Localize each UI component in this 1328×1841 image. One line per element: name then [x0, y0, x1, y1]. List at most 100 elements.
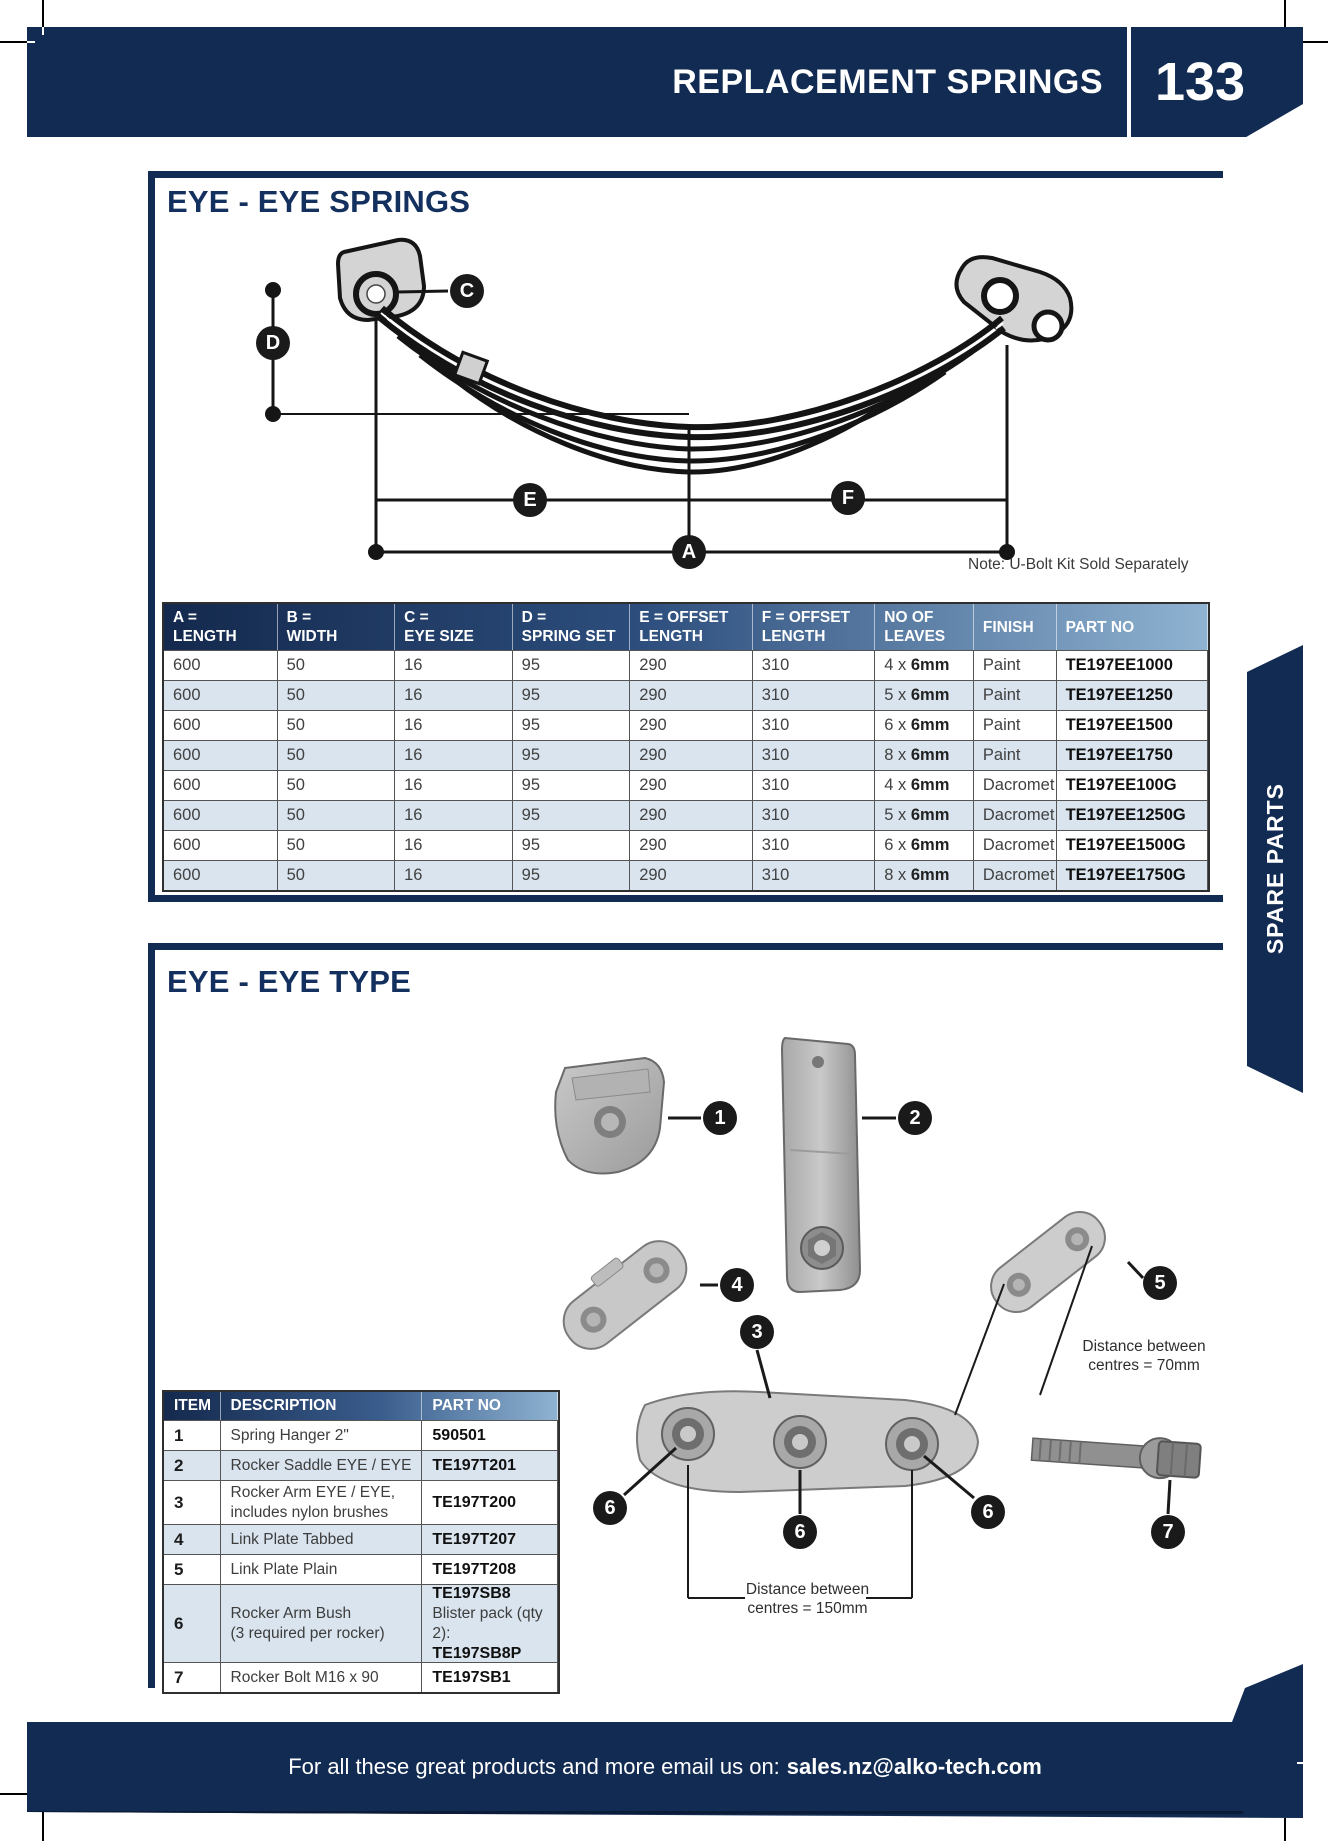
crop-mark	[1284, 1818, 1286, 1841]
cell: 6 x 6mm	[875, 830, 974, 860]
cell: 310	[752, 650, 876, 680]
section-springs-border-top	[148, 171, 1223, 178]
item-cell: 7	[164, 1662, 221, 1692]
cell: 310	[752, 770, 876, 800]
item-cell: 5	[164, 1554, 221, 1584]
photo-link-plate-tabbed	[562, 1240, 688, 1350]
footer-email: sales.nz@alko-tech.com	[786, 1754, 1042, 1779]
callout-A: A	[672, 535, 706, 569]
cell: 600	[164, 800, 278, 830]
cell: TE197EE1500G	[1056, 830, 1208, 860]
page-number: 133	[1154, 52, 1246, 112]
cell: 290	[630, 800, 753, 830]
cell: 50	[277, 680, 396, 710]
part-no-cell: TE197T201	[422, 1450, 559, 1480]
callout-1: 1	[703, 1101, 737, 1135]
item-cell: 3	[164, 1480, 221, 1524]
cell: 50	[277, 830, 396, 860]
cell: TE197EE1750	[1056, 740, 1208, 770]
callout-F: F	[831, 481, 865, 515]
cell: Paint	[973, 680, 1057, 710]
cell: 310	[752, 740, 876, 770]
description-cell: Link Plate Plain	[220, 1554, 423, 1584]
description-cell: Spring Hanger 2"	[220, 1420, 423, 1450]
crop-mark	[0, 41, 30, 43]
crop-mark	[27, 41, 35, 43]
cell: 8 x 6mm	[875, 860, 974, 890]
cell: 290	[630, 770, 753, 800]
part-no-cell: 590501	[422, 1420, 559, 1450]
cell: 600	[164, 740, 278, 770]
cell: 50	[277, 710, 396, 740]
cell: 95	[512, 770, 631, 800]
section-type-border-top	[148, 943, 1223, 950]
cell: 16	[395, 680, 513, 710]
photo-rocker-saddle	[780, 1036, 862, 1294]
description-cell: Link Plate Tabbed	[220, 1524, 423, 1554]
description-cell: Rocker Arm Bush(3 required per rocker)	[220, 1584, 423, 1662]
cell: 290	[630, 710, 753, 740]
crop-mark	[42, 27, 44, 35]
cell: 16	[395, 830, 513, 860]
section-springs-border-left	[148, 171, 155, 902]
cell: Dacromet	[973, 770, 1057, 800]
crop-mark	[42, 0, 44, 30]
crop-mark	[0, 1793, 30, 1795]
cell: 310	[752, 860, 876, 890]
cell: 95	[512, 650, 631, 680]
item-cell: 2	[164, 1450, 221, 1480]
part-no-cell: TE197SB1	[422, 1662, 559, 1692]
cell: 290	[630, 860, 753, 890]
part-no-cell: TE197T200	[422, 1480, 559, 1524]
cell: 6 x 6mm	[875, 710, 974, 740]
right-eye	[981, 277, 1019, 315]
cell: 600	[164, 650, 278, 680]
photo-link-plate-plain	[990, 1210, 1106, 1314]
description-cell: Rocker Arm EYE / EYE,includes nylon brus…	[220, 1480, 423, 1524]
cell: 95	[512, 830, 631, 860]
cell: TE197EE100G	[1056, 770, 1208, 800]
callout-6: 6	[971, 1495, 1005, 1529]
callout-2: 2	[898, 1101, 932, 1135]
cell: 600	[164, 770, 278, 800]
cell: 95	[512, 740, 631, 770]
callout-D: D	[256, 326, 290, 360]
dimension-lines	[687, 1245, 1093, 1599]
section-type-border-left	[148, 943, 155, 1688]
item-cell: 6	[164, 1584, 221, 1662]
cell: TE197EE1500	[1056, 710, 1208, 740]
callout-7: 7	[1151, 1515, 1185, 1549]
cell: Dacromet	[973, 830, 1057, 860]
callout-3: 3	[740, 1315, 774, 1349]
callout-5: 5	[1143, 1266, 1177, 1300]
cell: 16	[395, 650, 513, 680]
header-bar: REPLACEMENT SPRINGS	[27, 27, 1127, 137]
cell: 290	[630, 680, 753, 710]
cell: 600	[164, 860, 278, 890]
cell: Dacromet	[973, 860, 1057, 890]
cell: 310	[752, 680, 876, 710]
cell: 16	[395, 710, 513, 740]
cell: 600	[164, 830, 278, 860]
callout-E: E	[513, 483, 547, 517]
cell: 95	[512, 800, 631, 830]
description-cell: Rocker Saddle EYE / EYE	[220, 1450, 423, 1480]
leaf-spring-diagram	[265, 237, 1074, 560]
header-cell: DESCRIPTION	[221, 1392, 423, 1420]
cell: 4 x 6mm	[875, 770, 974, 800]
spring-clamp	[452, 350, 490, 386]
header-cell: ITEM	[164, 1392, 221, 1420]
cell: 95	[512, 710, 631, 740]
cell: 50	[277, 800, 396, 830]
cell: TE197EE1000	[1056, 650, 1208, 680]
